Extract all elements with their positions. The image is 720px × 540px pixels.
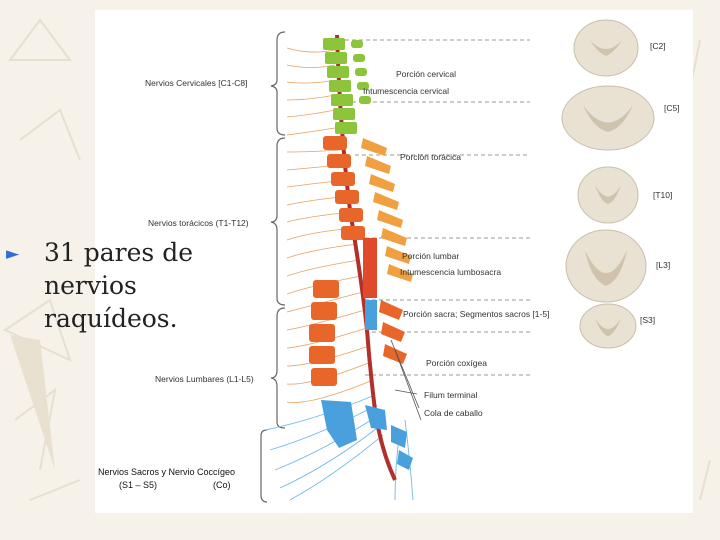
- label-intumescencia-cervical: Intumescencia cervical: [363, 86, 449, 96]
- spine-illustration: [260, 19, 655, 503]
- label-intumescencia-lumbosacra: Intumescencia lumbosacra: [400, 267, 502, 277]
- caption-line-1: Nervios Sacros y Nervio Coccígeo: [98, 467, 236, 477]
- caption-co: (Co): [213, 480, 231, 490]
- caption-s1-s5: (S1 – S5): [119, 480, 158, 490]
- label-porcion-cervical: Porción cervical: [396, 69, 456, 79]
- thoracic-vertebrae: [323, 136, 413, 282]
- spinal-nerves-figure: Nervios Cervicales [C1-C8] Nervios torác…: [95, 10, 693, 513]
- label-porcion-coxigea: Porción coxígea: [426, 358, 487, 368]
- label-filum-terminal: Filum terminal: [424, 390, 478, 400]
- label-nervios-toracicos: Nervios torácicos (T1-T12): [148, 218, 249, 228]
- bullet-line-3: raquídeos.: [44, 304, 178, 333]
- sacral-caption: Nervios Sacros y Nervio Coccígeo (S1 – S…: [98, 466, 260, 492]
- section-label-s3: [S3]: [640, 315, 656, 325]
- label-nervios-cervicales: Nervios Cervicales [C1-C8]: [145, 78, 248, 88]
- sacral-segment: [365, 300, 377, 330]
- bullet-arrow-icon: ►: [6, 244, 20, 264]
- pointer-lines: [390, 339, 422, 421]
- sacral-vertebrae: [321, 400, 413, 470]
- label-nervios-lumbares: Nervios Lumbares (L1-L5): [155, 374, 254, 384]
- lumbar-vertebrae: [309, 280, 407, 386]
- section-label-c5: [C5]: [664, 103, 680, 113]
- lumbar-enlargement: [363, 238, 377, 298]
- bullet-line-2: nervios: [44, 271, 137, 300]
- section-label-c2: [C2]: [650, 41, 666, 51]
- section-label-t10: [T10]: [653, 190, 673, 200]
- label-porcion-toracica: Porción torácica: [400, 152, 461, 162]
- label-porcion-lumbar: Porción lumbar: [402, 251, 460, 261]
- label-cola-de-caballo: Cola de caballo: [424, 408, 483, 418]
- cervical-vertebrae: [323, 38, 371, 134]
- bullet-line-1: 31 pares de: [44, 238, 193, 267]
- section-label-l3: [L3]: [656, 260, 671, 270]
- region-braces: [260, 31, 286, 503]
- cord-cross-sections: [561, 19, 655, 349]
- label-porcion-sacra: Porción sacra; Segmentos sacros [1-5]: [403, 309, 550, 319]
